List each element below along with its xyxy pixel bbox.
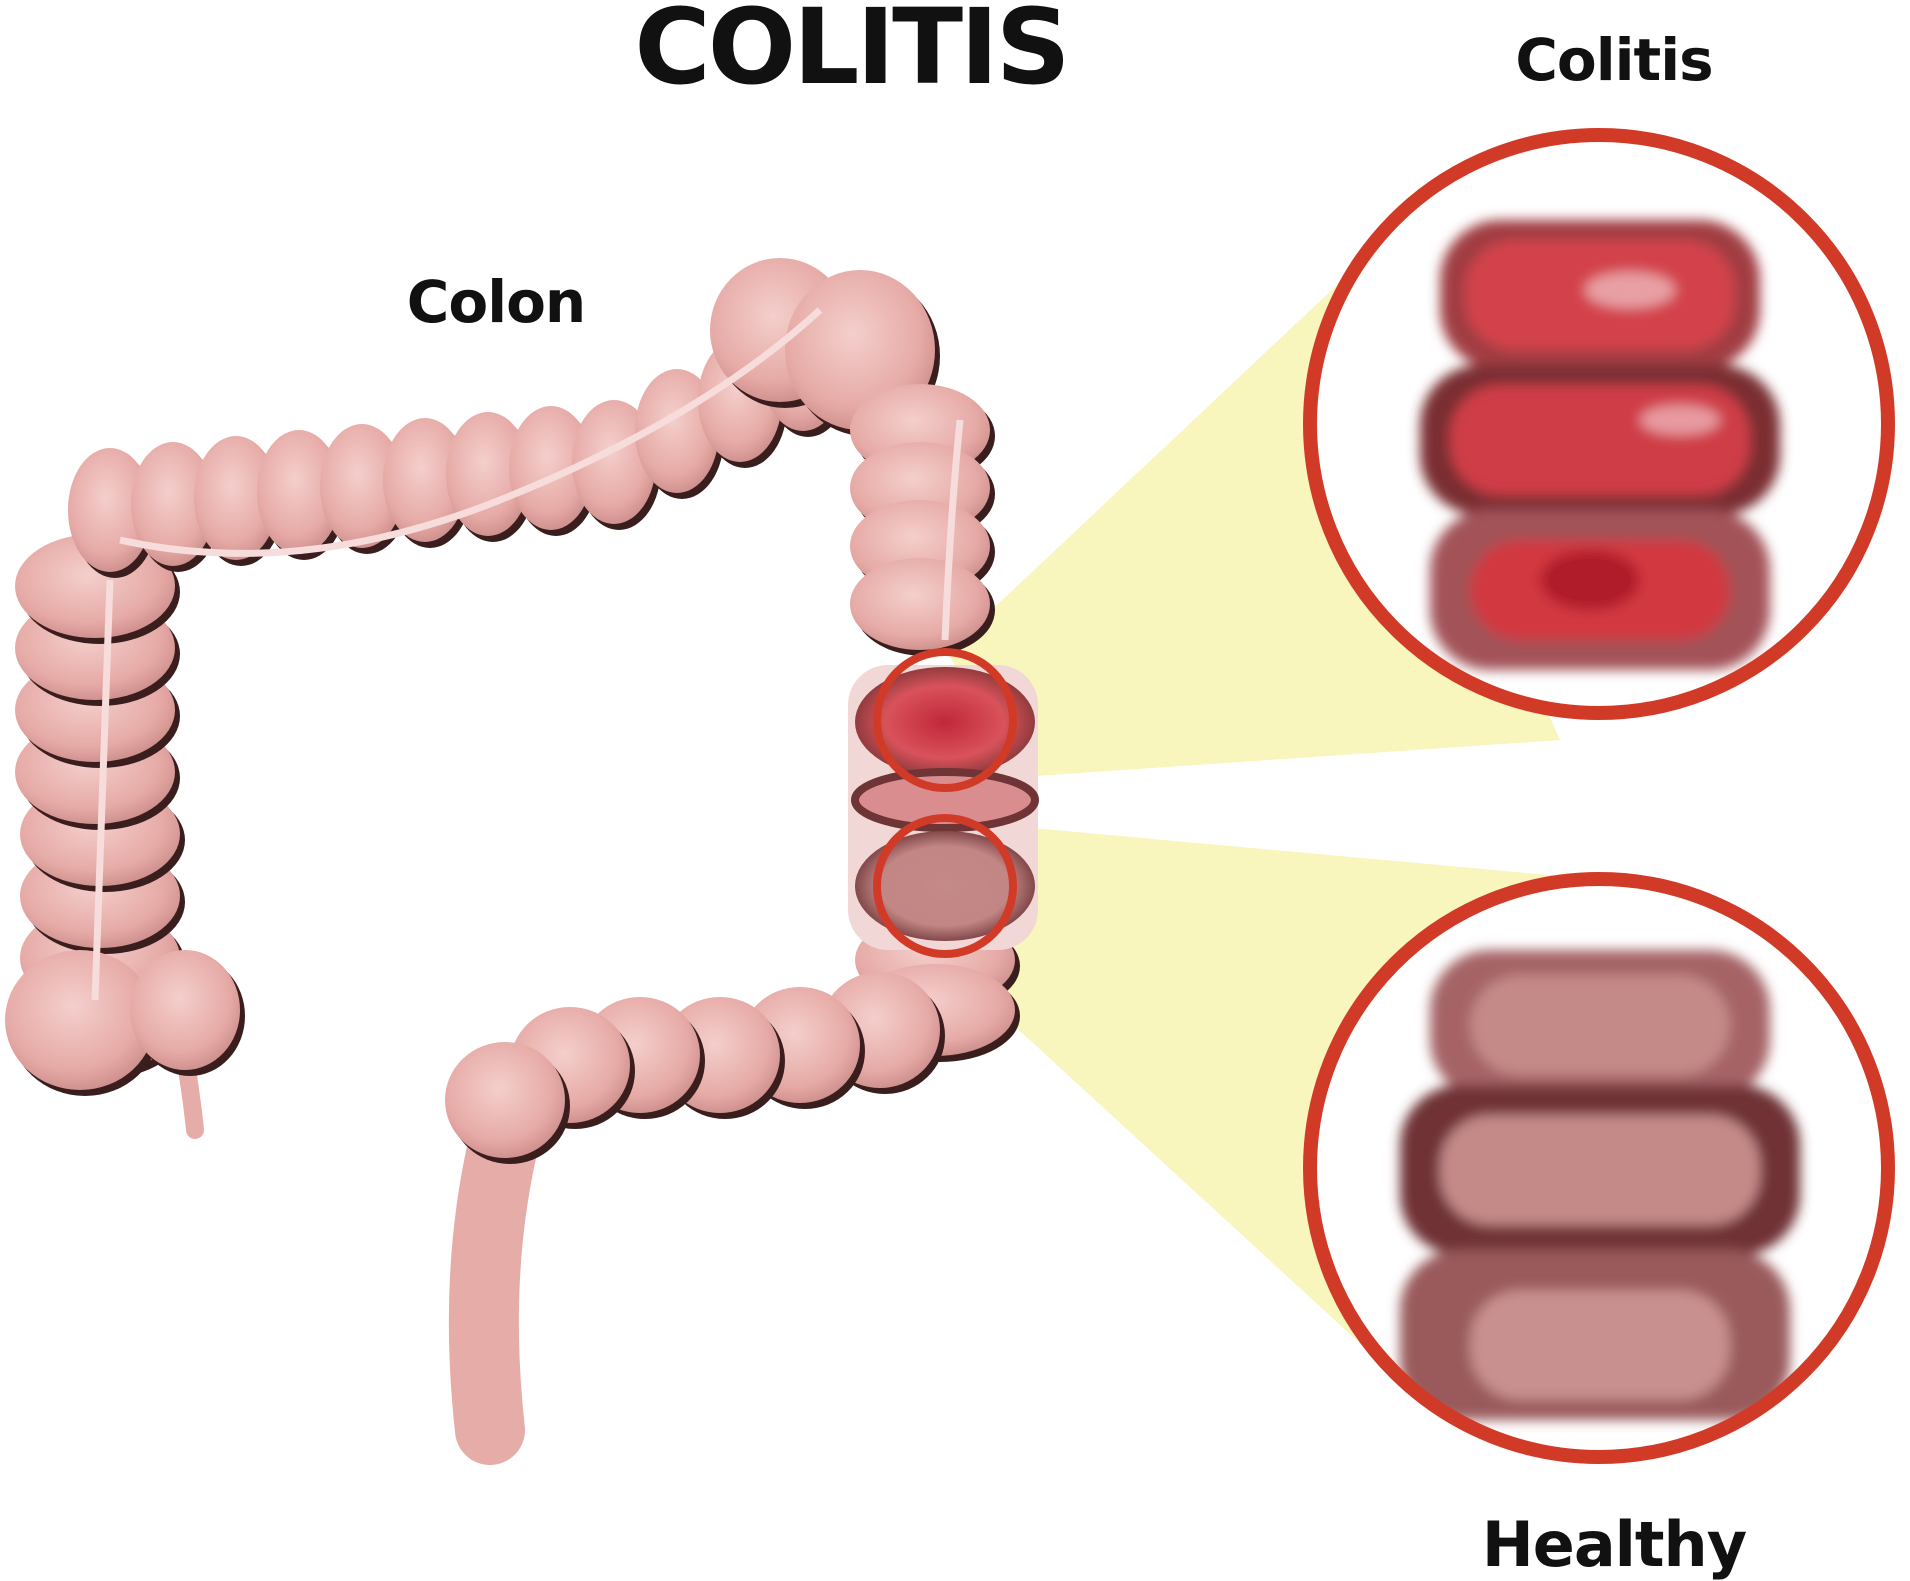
colitis-magnified-view	[1303, 128, 1895, 720]
cecum	[130, 950, 240, 1070]
colon-illustration	[5, 258, 1020, 1465]
transverse-colon-segment	[131, 442, 215, 566]
colon-label: Colon	[406, 268, 586, 336]
healthy-label: Healthy	[1481, 1508, 1747, 1581]
transverse-colon-segment	[509, 406, 593, 530]
colitis-label: Colitis	[1515, 26, 1713, 94]
transverse-colon-segment	[194, 436, 278, 560]
descending-colon-segment	[850, 558, 990, 650]
transverse-colon-segment	[257, 430, 341, 554]
transverse-colon-segment	[446, 412, 530, 536]
transverse-colon-segment	[383, 418, 467, 542]
sigmoid-colon-segment	[445, 1042, 565, 1158]
cecum	[5, 950, 155, 1090]
colon-cross-section	[848, 665, 1039, 950]
transverse-colon-segment	[320, 424, 404, 548]
healthy-highlight-ring	[873, 814, 1017, 958]
healthy-magnified-view	[1303, 872, 1895, 1464]
colitis-highlight-ring	[873, 648, 1017, 792]
diagram-title: COLITIS	[634, 0, 1070, 108]
taenia-coli-band	[91, 307, 964, 1001]
